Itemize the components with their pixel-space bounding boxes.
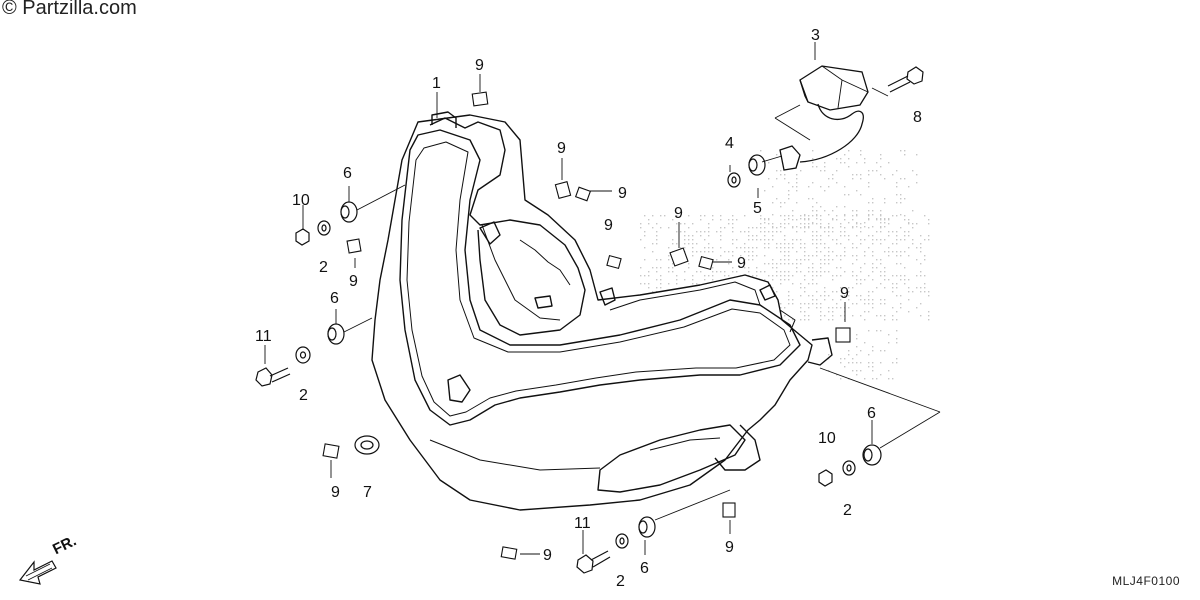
callout-9-center-e: 9 <box>737 255 746 272</box>
callout-9-lower-left: 9 <box>331 484 340 501</box>
callout-1: 1 <box>432 75 441 92</box>
callout-6-upper-left: 6 <box>343 165 352 182</box>
callout-2-mid-left: 2 <box>299 387 308 404</box>
callout-3: 3 <box>811 27 820 44</box>
headlight-assembly[interactable] <box>371 111 833 511</box>
callout-9-left: 9 <box>349 273 358 290</box>
bolt-11-bottom[interactable] <box>576 550 611 574</box>
callout-7: 7 <box>363 484 372 501</box>
collars-washers[interactable] <box>295 172 856 549</box>
callout-2-upper-left: 2 <box>319 259 328 276</box>
callout-8: 8 <box>913 109 922 126</box>
grommet-7[interactable] <box>354 435 380 455</box>
callout-9-bottom: 9 <box>543 547 552 564</box>
front-direction-arrow-icon <box>18 560 57 585</box>
callout-9-center-b: 9 <box>618 185 627 202</box>
callout-9-top: 9 <box>475 57 484 74</box>
callout-11-left: 11 <box>255 328 272 345</box>
callout-9-center-c: 9 <box>604 217 613 234</box>
callout-9-right: 9 <box>840 285 849 302</box>
callout-10-right: 10 <box>818 430 836 447</box>
callout-9-lower-right: 9 <box>725 539 734 556</box>
grommets[interactable] <box>327 154 882 538</box>
callout-10-left: 10 <box>292 192 310 209</box>
callout-5: 5 <box>753 200 762 217</box>
callout-11-bottom: 11 <box>574 515 591 532</box>
callout-6-bottom: 6 <box>640 560 649 577</box>
clip-nuts[interactable] <box>322 91 851 560</box>
leader-lines <box>264 42 941 555</box>
callout-numbers: 1 9 3 8 4 5 9 9 9 9 9 9 6 10 2 9 6 11 2 … <box>255 27 922 590</box>
sub-harness[interactable] <box>779 65 869 171</box>
callout-9-center-d: 9 <box>674 205 683 222</box>
diagram-code: MLJ4F0100 <box>1112 574 1180 588</box>
copyright-text: © Partzilla.com <box>2 0 137 19</box>
bolt-11-left[interactable] <box>255 367 291 387</box>
callout-6-right: 6 <box>867 405 876 422</box>
callout-9-center-a: 9 <box>557 140 566 157</box>
callout-6-mid-left: 6 <box>330 290 339 307</box>
callout-4: 4 <box>725 135 734 152</box>
callout-2-right: 2 <box>843 502 852 519</box>
bolt-8[interactable] <box>887 66 924 93</box>
callout-2-bottom: 2 <box>616 573 625 590</box>
